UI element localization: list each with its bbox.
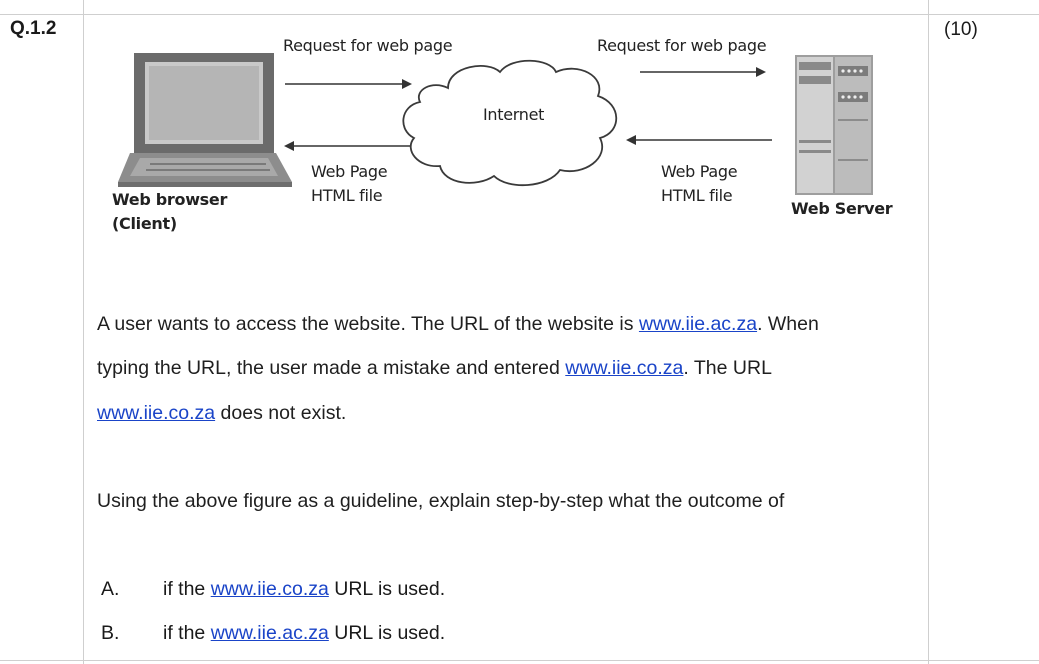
paragraph-text: . When xyxy=(757,313,819,335)
url-link-iie-co[interactable]: www.iie.co.za xyxy=(565,357,684,379)
server-icon xyxy=(795,55,873,195)
url-link-iie-ac[interactable]: www.iie.ac.za xyxy=(210,622,329,644)
option-b-letter: B. xyxy=(101,622,120,644)
option-b-text: if the www.iie.ac.za URL is used. xyxy=(163,622,445,645)
column-divider-right xyxy=(928,0,929,664)
response-label-right-line1: Web Page xyxy=(661,162,738,181)
table-top-border xyxy=(0,14,1039,15)
response-label-right-line2: HTML file xyxy=(661,186,733,205)
paragraph-text: . The URL xyxy=(683,357,772,379)
internet-cloud-icon xyxy=(402,59,618,187)
paragraph-text: A user wants to access the website. The … xyxy=(97,313,639,335)
option-a-letter: A. xyxy=(101,578,120,600)
paragraph-line-2: typing the URL, the user made a mistake … xyxy=(97,357,772,380)
option-text: URL is used. xyxy=(328,622,446,644)
laptop-icon xyxy=(118,53,292,187)
url-link-iie-co[interactable]: www.iie.co.za xyxy=(97,402,216,424)
instruction-text: Using the above figure as a guideline, e… xyxy=(97,490,785,512)
response-label-left-line2: HTML file xyxy=(311,186,383,205)
option-text: if the xyxy=(163,622,211,644)
client-label-line2: (Client) xyxy=(112,214,177,233)
paragraph-text: does not exist. xyxy=(215,402,347,424)
option-text: URL is used. xyxy=(328,578,446,600)
paragraph-line-1: A user wants to access the website. The … xyxy=(97,313,819,336)
request-label-left: Request for web page xyxy=(283,36,453,55)
request-arrow-right xyxy=(640,67,766,77)
response-arrow-right xyxy=(626,135,772,145)
column-divider-left xyxy=(83,0,84,664)
client-server-diagram xyxy=(118,53,873,195)
url-link-iie-ac[interactable]: www.iie.ac.za xyxy=(638,313,758,335)
client-label-line1: Web browser xyxy=(112,190,228,209)
paragraph-line-3: www.iie.co.za does not exist. xyxy=(97,402,346,425)
response-arrow-left xyxy=(284,141,410,151)
server-label: Web Server xyxy=(791,199,893,218)
question-number: Q.1.2 xyxy=(10,18,57,39)
internet-label: Internet xyxy=(483,105,545,124)
response-label-left-line1: Web Page xyxy=(311,162,388,181)
question-marks: (10) xyxy=(944,19,978,40)
table-bottom-border xyxy=(0,660,1039,661)
option-a-text: if the www.iie.co.za URL is used. xyxy=(163,578,445,601)
request-label-right: Request for web page xyxy=(597,36,767,55)
option-text: if the xyxy=(163,578,211,600)
request-arrow-left xyxy=(285,79,412,89)
paragraph-text: typing the URL, the user made a mistake … xyxy=(97,357,566,379)
url-link-iie-co[interactable]: www.iie.co.za xyxy=(210,578,329,600)
